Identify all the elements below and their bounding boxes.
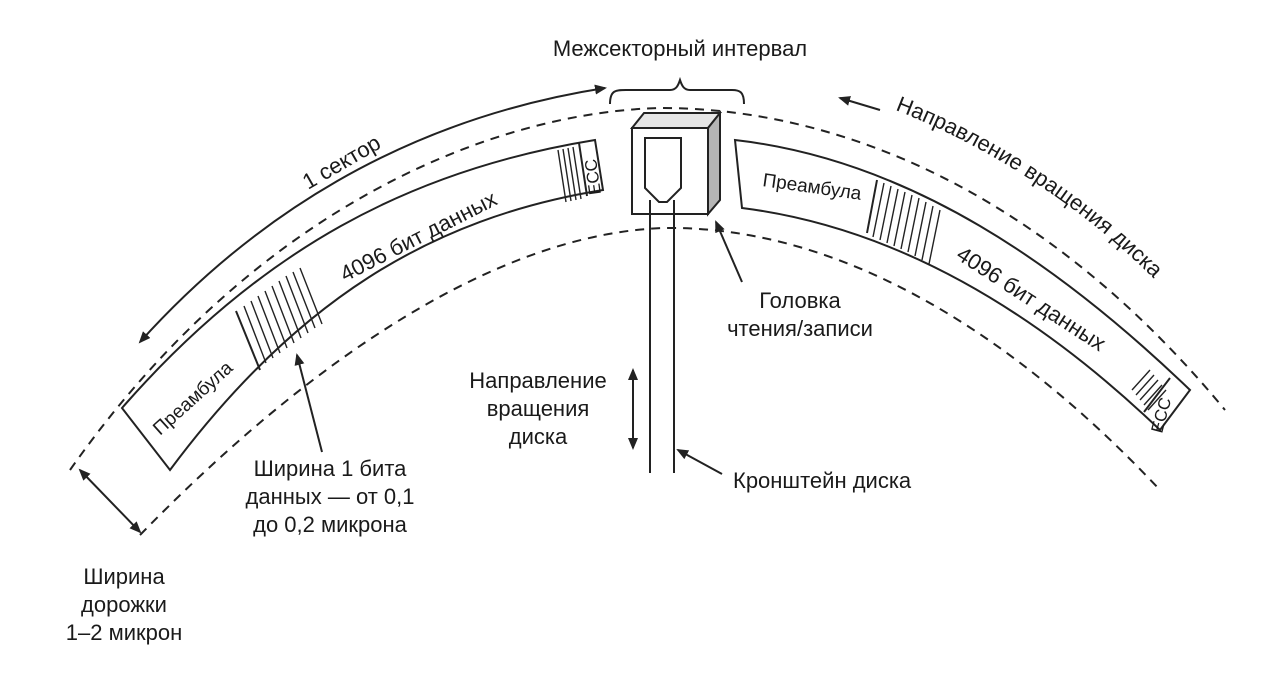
bit-width-label-line3: до 0,2 микрона [253, 512, 408, 537]
track-width-arrow [78, 468, 142, 534]
right-sector-box [733, 138, 1192, 432]
left-preamble-divider [235, 310, 261, 371]
one-sector-arrow [138, 84, 607, 344]
arm-motion-label-line1: Направление [469, 368, 606, 393]
arm-motion-label-line2: вращения [487, 396, 590, 421]
left-sector-box [120, 138, 605, 472]
left-ecc-divider [578, 142, 588, 197]
bit-width-pointer [294, 353, 323, 453]
intersector-gap-label: Межсекторный интервал [553, 36, 807, 61]
head-label-line1: Головка [759, 288, 841, 313]
bit-width-label-line2: данных — от 0,1 [246, 484, 415, 509]
arm-pointer [676, 449, 723, 475]
head-pointer [715, 220, 743, 283]
bit-width-label-line1: Ширина 1 бита [254, 456, 408, 481]
head-front-face [631, 127, 709, 215]
head-inner-outline [644, 137, 682, 203]
track-inner-boundary [139, 226, 1161, 536]
track-width-label-line3: 1–2 микрон [66, 620, 182, 645]
head-label-line2: чтения/записи [727, 316, 873, 341]
arm-motion-label-line3: диска [509, 424, 568, 449]
intersector-gap-brace [609, 76, 745, 105]
left-ecc-label: ECC [581, 158, 605, 196]
head-top-face [629, 112, 723, 129]
right-ecc-divider [1143, 377, 1171, 413]
arm-label: Кронштейн диска [733, 468, 912, 493]
left-ecc-stripes [557, 146, 582, 203]
head-side-face [707, 110, 721, 217]
rotation-direction-arrow [838, 96, 881, 111]
right-preamble-divider [866, 179, 878, 234]
read-write-head [629, 110, 723, 217]
left-bit-stripes [243, 267, 323, 364]
right-bit-stripes [872, 182, 941, 265]
track-width-label-line2: дорожки [81, 592, 167, 617]
track-width-label-line1: Ширина [83, 564, 165, 589]
right-ecc-stripes [1131, 369, 1167, 411]
